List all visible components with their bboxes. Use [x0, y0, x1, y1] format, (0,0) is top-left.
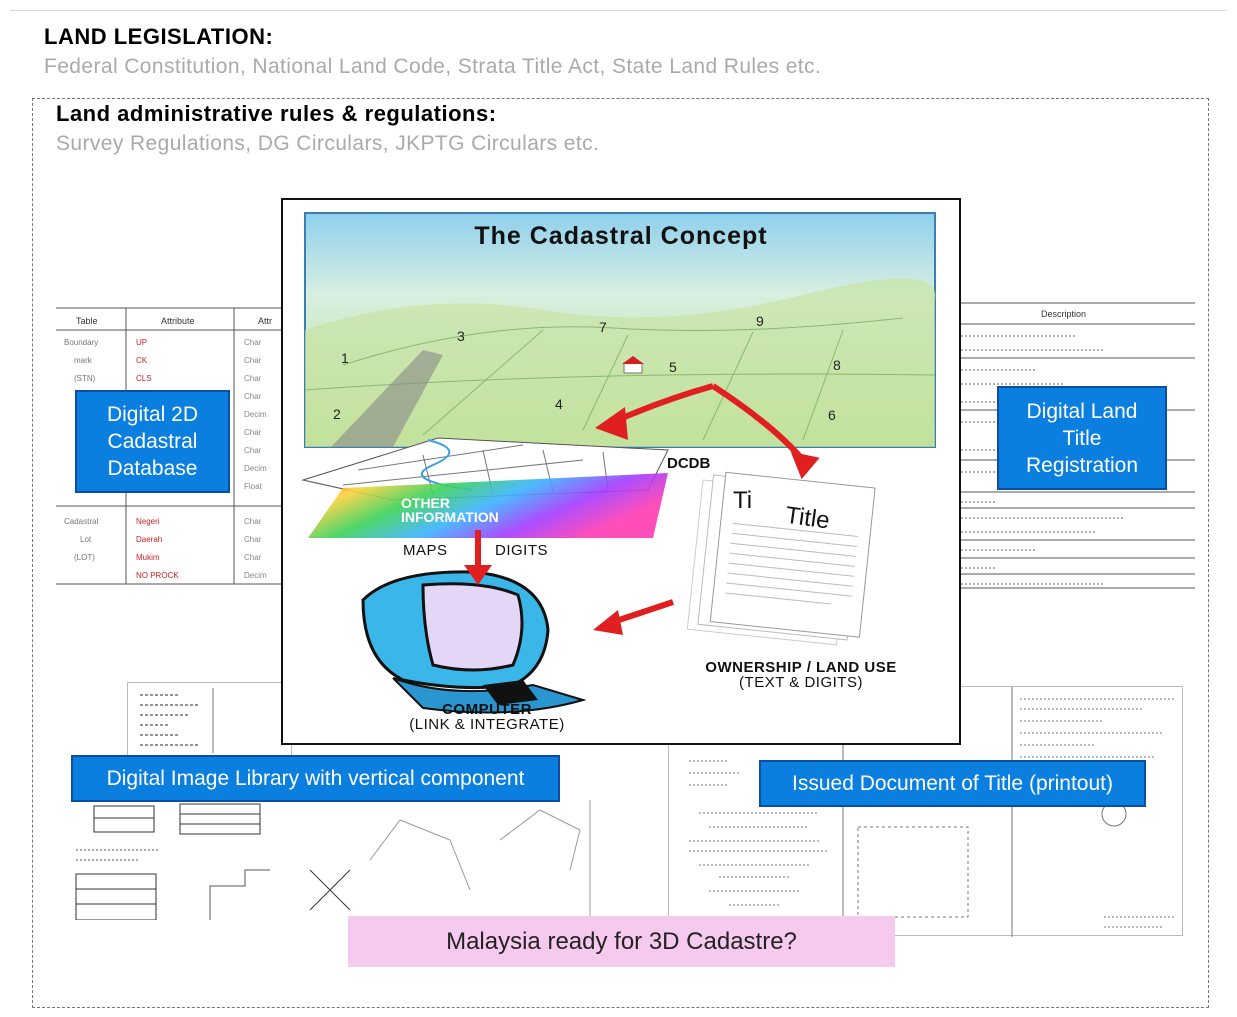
other-info-label-1: OTHER: [401, 495, 450, 511]
parcel-label: 2: [333, 406, 341, 422]
arrow-to-title: [711, 383, 806, 462]
svg-text:Decim: Decim: [244, 464, 267, 473]
left-table-cell: Mukim: [136, 553, 160, 562]
digital-land-title-registration-box: Digital Land Title Registration: [997, 386, 1167, 490]
svg-text:Char: Char: [244, 338, 262, 347]
administration-subtitle: Survey Regulations, DG Circulars, JKPTG …: [56, 132, 600, 155]
svg-text:Char: Char: [244, 553, 262, 562]
svg-text:Char: Char: [244, 356, 262, 365]
attribute-table-left: Table Attribute Attr Boundary mark (STN)…: [56, 306, 286, 586]
svg-text:Float: Float: [244, 482, 263, 491]
administration-title: Land administrative rules & regulations:: [56, 101, 497, 126]
title-documents-icon: [686, 471, 876, 646]
left-table-cell: CLS: [136, 374, 152, 383]
svg-text:Char: Char: [244, 517, 262, 526]
left-table-cell: mark: [74, 356, 93, 365]
svg-text:Char: Char: [244, 446, 262, 455]
box-line: Registration: [1025, 453, 1139, 477]
left-table-cell: (LOT): [74, 553, 95, 562]
parcel-label: 9: [756, 313, 764, 329]
link-integrate-label: (LINK & INTEGRATE): [409, 716, 564, 733]
dcdb-label: DCDB: [667, 455, 710, 472]
other-information-layer: [308, 473, 668, 538]
computer-label: COMPUTER: [442, 701, 532, 718]
left-table-header-table: Table: [76, 316, 98, 326]
digital-image-library-box: Digital Image Library with vertical comp…: [71, 755, 560, 802]
title-doc-text-back: Ti: [733, 487, 752, 514]
digits-label: DIGITS: [495, 542, 548, 559]
parcel-label: 6: [828, 407, 836, 423]
left-table-cell: NO PROCK: [136, 571, 179, 580]
cadastral-concept-figure: The Cadastral Concept 1 2 3 4 5 6 7 8 9 …: [281, 198, 961, 745]
svg-text:Char: Char: [244, 535, 262, 544]
right-table-header: Description: [1041, 309, 1086, 319]
parcel-label: 5: [669, 359, 677, 375]
svg-text:Char: Char: [244, 428, 262, 437]
parcel-label: 8: [833, 357, 841, 373]
box-line: Database: [107, 457, 198, 480]
house-icon: [623, 362, 643, 374]
maps-label: MAPS: [403, 542, 448, 559]
other-info-label-2: INFORMATION: [401, 509, 499, 525]
left-table-header-attr: Attr: [258, 316, 272, 326]
issued-document-of-title-box: Issued Document of Title (printout): [759, 760, 1146, 807]
svg-text:Decim: Decim: [244, 571, 267, 580]
title-doc-text-front: Title: [784, 502, 832, 535]
left-table-header-attribute: Attribute: [161, 316, 195, 326]
computer-icon: [361, 570, 587, 714]
survey-plan-scan: [70, 800, 610, 921]
left-table-cell: Negeri: [136, 517, 160, 526]
svg-text:Char: Char: [244, 392, 262, 401]
administration-frame: [32, 98, 1209, 1008]
left-table-cell: UP: [136, 338, 147, 347]
svg-text:Char: Char: [244, 374, 262, 383]
legislation-title: LAND LEGISLATION:: [44, 24, 274, 49]
parcel-label: 7: [599, 319, 607, 335]
concept-title: The Cadastral Concept: [474, 222, 767, 250]
3d-cadastre-question-banner: Malaysia ready for 3D Cadastre?: [348, 916, 895, 967]
legislation-subtitle: Federal Constitution, National Land Code…: [44, 55, 822, 78]
box-line: Title: [1062, 426, 1102, 450]
text-digits-label: (TEXT & DIGITS): [739, 674, 863, 691]
box-line: Digital 2D: [106, 403, 199, 426]
digital-2d-cadastral-database-box: Digital 2D Cadastral Database: [75, 390, 230, 493]
box-line: Cadastral: [107, 430, 198, 453]
arrow-title-to-computer: [612, 599, 674, 625]
ownership-label: OWNERSHIP / LAND USE: [705, 659, 896, 676]
left-table-cell: Boundary: [64, 338, 98, 347]
left-table-cell: CK: [136, 356, 148, 365]
top-divider: [10, 10, 1227, 11]
parcel-label: 3: [457, 328, 465, 344]
box-line: Digital Land: [1026, 399, 1138, 423]
left-table-cell: Daerah: [136, 535, 162, 544]
left-table-cell: Cadastral: [64, 517, 98, 526]
road-shape: [331, 350, 443, 447]
parcel-label: 1: [341, 350, 349, 366]
left-table-cell: (STN): [74, 374, 96, 383]
left-table-cell: Lot: [80, 535, 92, 544]
parcel-label: 4: [555, 396, 563, 412]
svg-text:Decim: Decim: [244, 410, 267, 419]
